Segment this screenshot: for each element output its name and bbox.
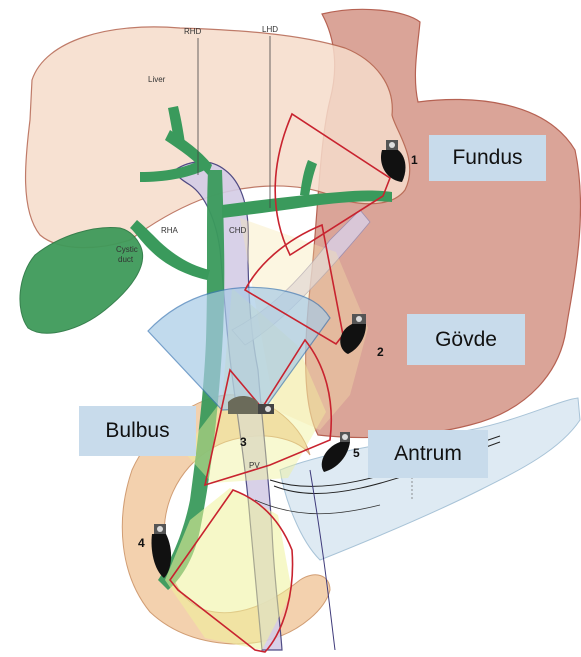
bulbus-label: Bulbus	[79, 406, 196, 456]
position-number-4: 4	[138, 536, 145, 550]
chd-label: CHD	[229, 226, 247, 235]
govde-label: Gövde	[407, 314, 525, 365]
gallbladder-shape	[20, 227, 143, 333]
cystic-label: Cystic	[116, 245, 138, 254]
lhd-label: LHD	[262, 25, 278, 34]
position-number-2: 2	[377, 345, 384, 359]
pv-label: PV	[249, 461, 260, 470]
position-number-3: 3	[240, 435, 247, 449]
fundus-label: Fundus	[429, 135, 546, 181]
antrum-label: Antrum	[368, 430, 488, 478]
liver-label: Liver	[148, 75, 166, 84]
position-number-1: 1	[411, 153, 418, 167]
rha-label: RHA	[161, 226, 179, 235]
rhd-label: RHD	[184, 27, 202, 36]
duct-label: duct	[118, 255, 134, 264]
position-number-5: 5	[353, 446, 360, 460]
